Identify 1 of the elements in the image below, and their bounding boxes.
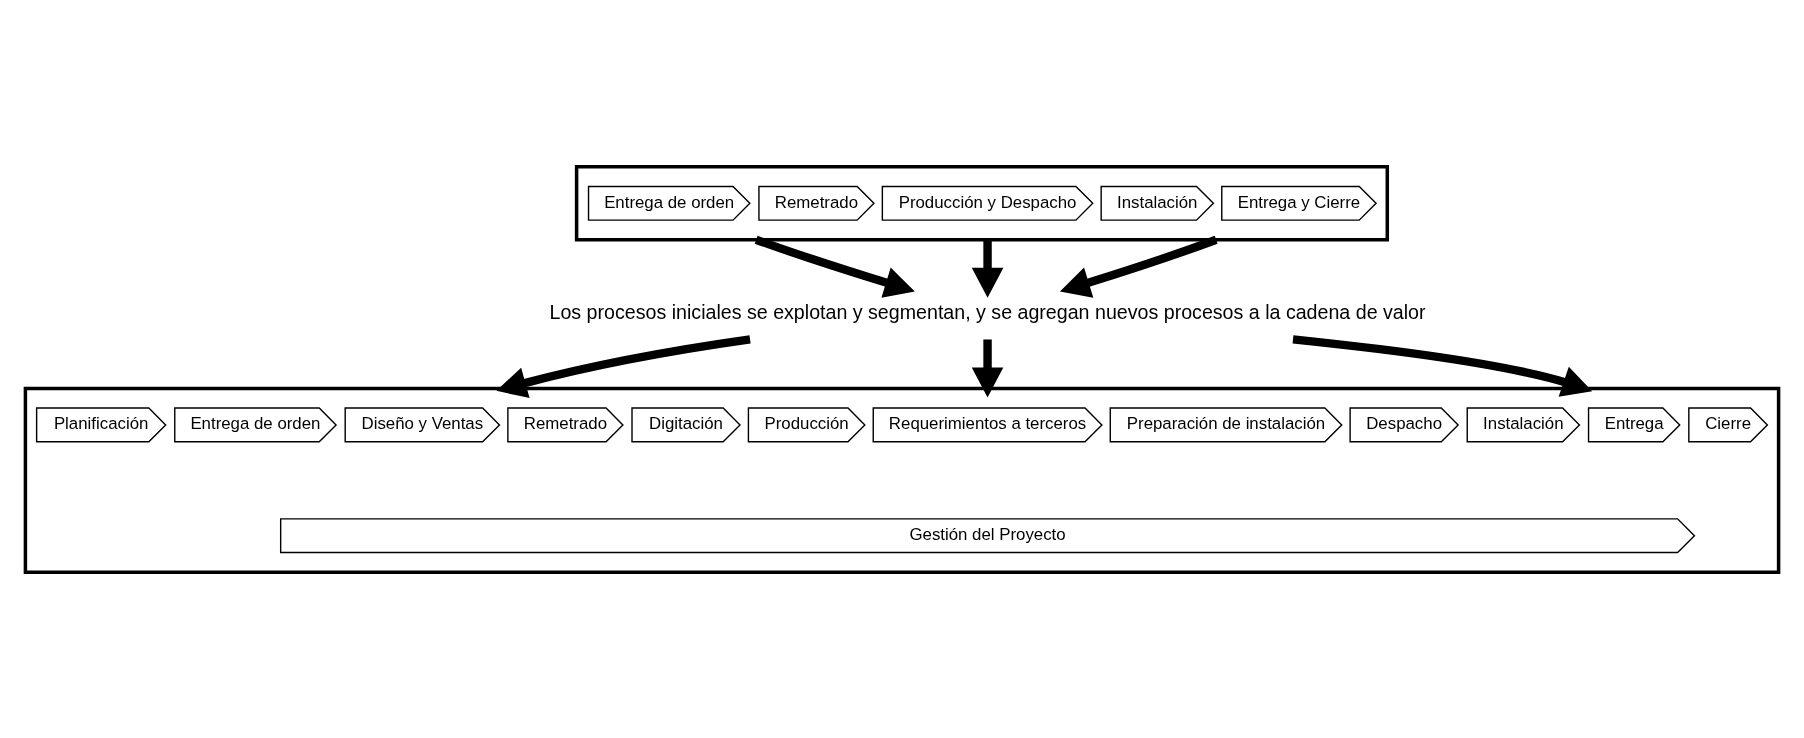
- node-text: Los procesos iniciales se explotan y segmentan, y se agregan nuevos procesos a la cadena de valor: [549, 300, 1426, 323]
